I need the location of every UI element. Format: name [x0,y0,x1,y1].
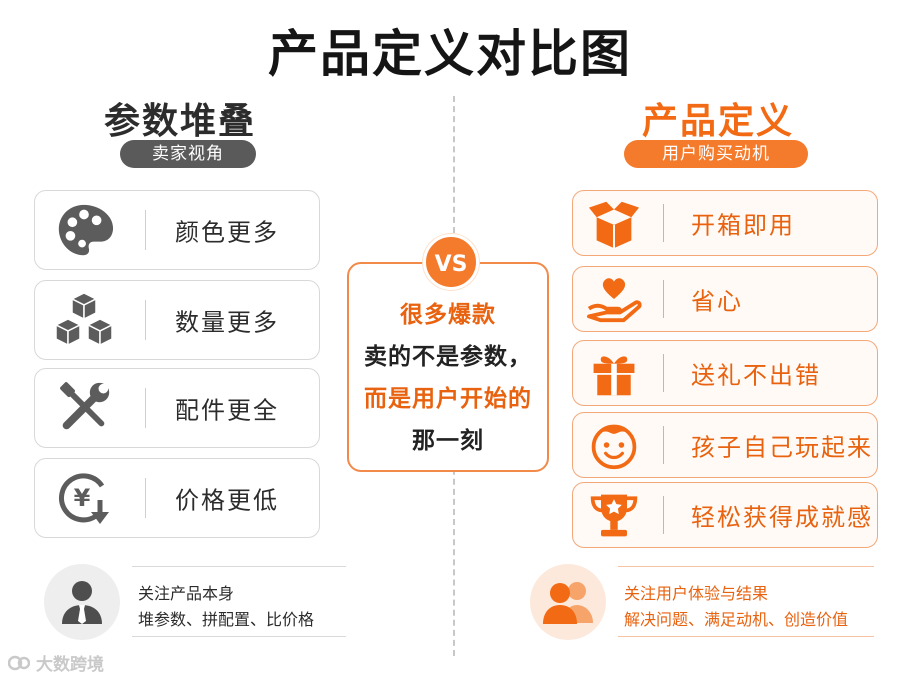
center-line-3: 而是用户开始的 [364,386,532,412]
vs-badge: VS [423,234,479,290]
businessman-icon [44,564,120,640]
card-separator [145,300,146,340]
right-card-worry-free: 省心 [572,266,878,332]
left-card-accessories: 配件更全 [34,368,320,448]
left-card-price: ¥ 价格更低 [34,458,320,538]
card-separator [145,478,146,518]
watermark-logo-icon [8,655,30,670]
footer-rule [618,636,874,637]
watermark: 大数跨境 [8,650,104,675]
left-footer-line-2: 堆参数、拼配置、比价格 [138,610,315,629]
right-card-achievement: 轻松获得成就感 [572,482,878,548]
left-footer-line-1: 关注产品本身 [138,584,235,603]
footer-rule [132,566,346,567]
right-card-label: 轻松获得成就感 [691,503,873,532]
boxes-icon [49,285,119,355]
right-card-label: 开箱即用 [691,211,795,240]
right-footer-line-1: 关注用户体验与结果 [624,584,769,603]
center-line-2: 卖的不是参数， [364,344,532,370]
center-line-1: 很多爆款 [400,302,496,328]
left-card-label: 颜色更多 [175,218,279,247]
heart-hand-icon [583,270,645,328]
card-separator [663,204,664,242]
right-card-label: 送礼不出错 [691,361,821,390]
open-box-icon [583,194,645,252]
trophy-icon [583,486,645,544]
right-column-heading: 产品定义 [641,101,794,142]
card-separator [145,210,146,250]
left-card-quantity: 数量更多 [34,280,320,360]
gift-icon [583,344,645,402]
users-icon [530,564,606,640]
right-card-label: 省心 [691,287,743,316]
watermark-text: 大数跨境 [36,655,104,675]
left-card-label: 配件更全 [175,396,279,425]
right-column-tag: 用户购买动机 [624,140,808,168]
right-footer-line-2: 解决问题、满足动机、创造价值 [624,610,849,629]
left-card-label: 价格更低 [175,486,279,515]
page-title: 产品定义对比图 [268,25,632,83]
card-separator [663,280,664,318]
center-line-4: 那一刻 [412,428,484,454]
wrench-screwdriver-icon [49,373,119,443]
center-message-box: 很多爆款 卖的不是参数， 而是用户开始的 那一刻 [347,262,549,472]
card-separator [663,496,664,534]
child-face-icon [583,416,645,474]
left-card-colors: 颜色更多 [34,190,320,270]
left-column-tag: 卖家视角 [120,140,256,168]
left-card-label: 数量更多 [175,308,279,337]
card-separator [663,354,664,392]
right-card-ready-to-use: 开箱即用 [572,190,878,256]
footer-rule [132,636,346,637]
right-card-gift: 送礼不出错 [572,340,878,406]
palette-icon [49,195,119,265]
footer-rule [618,566,874,567]
yen-down-icon: ¥ [49,463,119,533]
right-card-child-play: 孩子自己玩起来 [572,412,878,478]
svg-text:¥: ¥ [74,484,91,512]
right-card-label: 孩子自己玩起来 [691,433,873,462]
card-separator [145,388,146,428]
left-column-heading: 参数堆叠 [103,101,256,142]
card-separator [663,426,664,464]
